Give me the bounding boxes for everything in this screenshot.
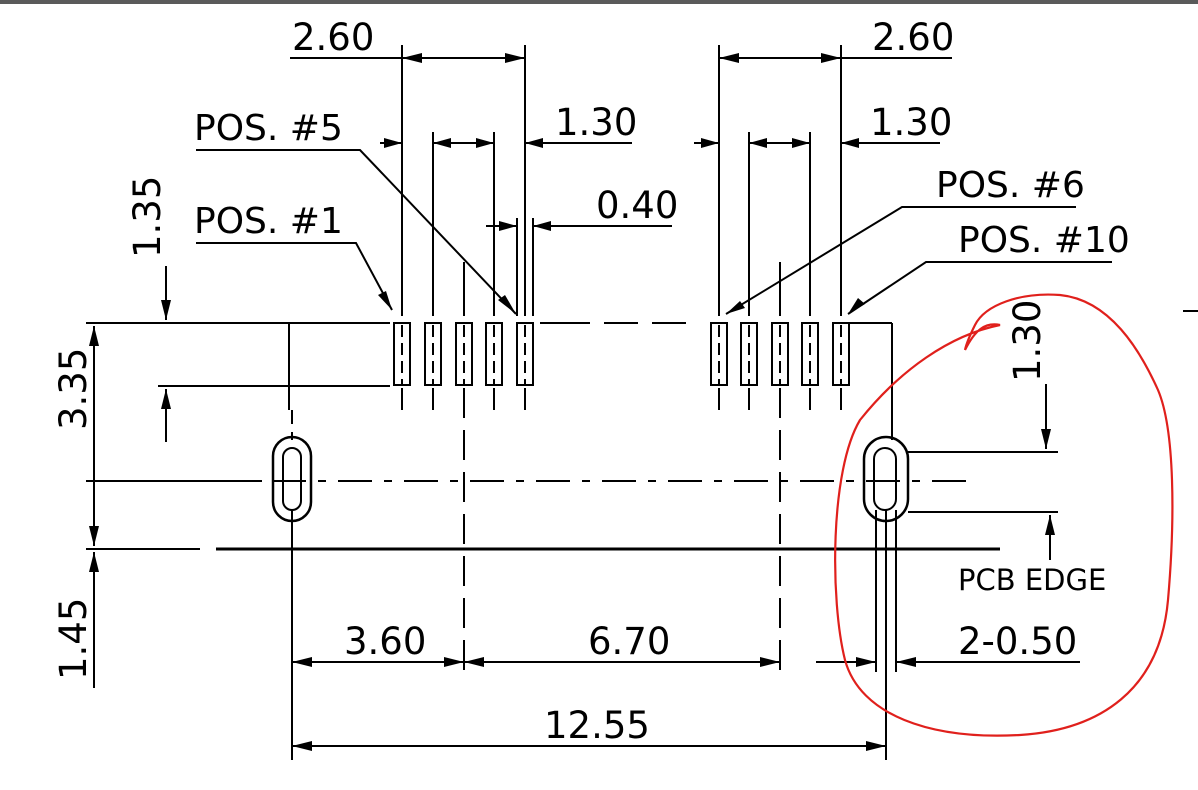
label-pos-1: POS. #1 bbox=[194, 201, 343, 242]
dim-6-70: 6.70 bbox=[588, 620, 670, 663]
dim-2-60-left: 2.60 bbox=[292, 16, 374, 59]
dim-2-0-50: 2-0.50 bbox=[958, 620, 1077, 663]
dim-0-40: 0.40 bbox=[596, 184, 678, 227]
label-pos-6: POS. #6 bbox=[936, 165, 1085, 206]
dim-1-45: 1.45 bbox=[52, 598, 95, 680]
dim-12-55: 12.55 bbox=[544, 704, 650, 747]
dim-1-30-slot: 1.30 bbox=[1006, 300, 1049, 382]
dim-2-60-right: 2.60 bbox=[872, 16, 954, 59]
dim-1-35: 1.35 bbox=[126, 176, 169, 258]
red-markup-circle bbox=[834, 293, 1174, 737]
dim-3-35: 3.35 bbox=[52, 348, 95, 430]
arrowheads bbox=[89, 53, 1055, 751]
label-pos-10: POS. #10 bbox=[958, 220, 1130, 261]
dim-1-30-right: 1.30 bbox=[870, 101, 952, 144]
dim-3-60: 3.60 bbox=[344, 620, 426, 663]
window-top-bar bbox=[0, 0, 1198, 4]
label-pos-5: POS. #5 bbox=[194, 108, 343, 149]
label-pcb-edge: PCB EDGE bbox=[958, 563, 1106, 597]
dim-1-30-left: 1.30 bbox=[555, 101, 637, 144]
